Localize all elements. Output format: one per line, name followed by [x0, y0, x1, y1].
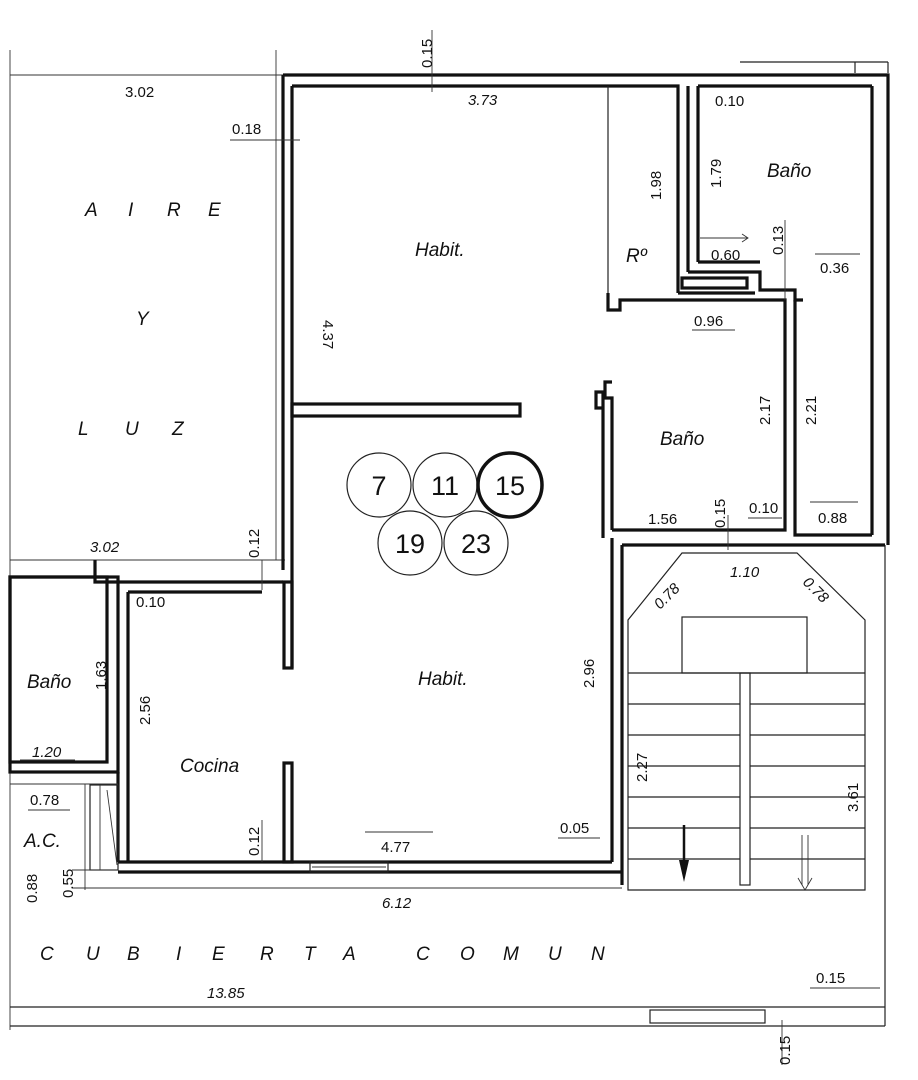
aire-y-luz-label: A I R E Y L U Z — [78, 200, 221, 440]
cubierta-comun-label: C U B I E R T A C O M U N — [40, 944, 605, 965]
dim-label: 0.05 — [560, 820, 589, 837]
dim-label: 2.96 — [581, 659, 598, 688]
aire-y-luz-letter: Y — [136, 309, 150, 330]
dim-label: 13.85 — [207, 985, 245, 1002]
unit-number-circles: 7 11 15 19 23 — [346, 451, 544, 576]
dim-label: 0.12 — [246, 529, 263, 558]
dimension-labels: 0.15 3.02 3.73 0.10 0.18 1.98 1.79 0.60 … — [24, 39, 862, 1065]
dim-label: 0.15 — [777, 1036, 794, 1065]
dim-label: 6.12 — [382, 895, 412, 912]
dim-label: 2.56 — [137, 696, 154, 725]
dim-label: 0.15 — [419, 39, 436, 68]
dim-label: 0.15 — [816, 970, 845, 987]
aire-y-luz-letter: U — [125, 419, 139, 440]
dim-label: 0.78 — [799, 574, 832, 607]
unit-number-15: 15 — [495, 471, 525, 501]
dim-label: 3.02 — [90, 539, 120, 556]
dim-label: 1.10 — [730, 564, 760, 581]
cubierta-comun-letter: N — [591, 944, 605, 965]
unit-circle-19[interactable] — [377, 510, 443, 576]
unit-number-19: 19 — [395, 529, 425, 559]
dim-label: 0.55 — [60, 869, 77, 898]
dim-label: 1.56 — [648, 511, 677, 528]
dim-label: 3.73 — [468, 92, 498, 109]
aire-y-luz-letter: I — [128, 200, 134, 221]
cubierta-comun-letter: O — [460, 944, 475, 965]
aire-y-luz-letter: Z — [171, 419, 185, 440]
room-label-habit-bottom: Habit. — [418, 669, 468, 690]
cubierta-comun-letter: U — [86, 944, 100, 965]
dim-label: 2.21 — [803, 396, 820, 425]
dim-label: 0.10 — [715, 93, 744, 110]
cubierta-comun-letter: U — [548, 944, 562, 965]
walls — [8, 73, 890, 890]
room-label-ac: A.C. — [23, 831, 61, 852]
dim-label: 0.96 — [694, 313, 723, 330]
room-label-bano-left: Baño — [27, 672, 71, 693]
cubierta-comun-letter: A — [342, 944, 356, 965]
aire-y-luz-letter: A — [84, 200, 98, 221]
unit-circle-23[interactable] — [443, 510, 509, 576]
staircase — [627, 552, 866, 891]
aire-y-luz-letter: R — [167, 200, 181, 221]
dim-label: 3.61 — [845, 783, 862, 812]
dim-label: 0.13 — [770, 226, 787, 255]
cubierta-comun-letter: M — [503, 944, 519, 965]
dim-label: 2.17 — [757, 396, 774, 425]
unit-number-11: 11 — [431, 471, 459, 501]
dim-label: 1.79 — [708, 159, 725, 188]
dim-label: 0.78 — [30, 792, 59, 809]
dim-label: 4.77 — [381, 839, 410, 856]
dim-label: 4.37 — [319, 320, 336, 349]
dim-label: 3.02 — [125, 84, 154, 101]
cubierta-comun-letter: C — [40, 944, 54, 965]
cubierta-comun-letter: I — [176, 944, 182, 965]
dim-label: 1.63 — [93, 661, 110, 690]
property-lines — [9, 50, 889, 1030]
cubierta-comun-letter: E — [212, 944, 225, 965]
dim-label: 0.88 — [24, 874, 41, 903]
cubierta-comun-letter: T — [304, 944, 317, 965]
cubierta-comun-letter: C — [416, 944, 430, 965]
dim-label: 0.36 — [820, 260, 849, 277]
dim-label: 0.18 — [232, 121, 261, 138]
dim-label: 1.98 — [648, 171, 665, 200]
unit-circle-7[interactable] — [346, 452, 412, 518]
dimension-lines — [20, 30, 880, 1065]
room-label-cocina: Cocina — [180, 756, 239, 777]
cubierta-comun-letter: R — [260, 944, 274, 965]
cubierta-comun-letter: B — [127, 944, 140, 965]
aire-y-luz-letter: E — [208, 200, 221, 221]
room-label-habit-top: Habit. — [415, 240, 465, 261]
room-label-bano-top-right: Baño — [767, 161, 811, 182]
dim-label: 0.12 — [246, 827, 263, 856]
dim-label: 1.20 — [32, 744, 62, 761]
unit-number-23: 23 — [461, 529, 491, 559]
room-labels: Habit. Baño Rº Baño Habit. Cocina Baño A… — [23, 161, 811, 852]
dim-label: 0.15 — [712, 499, 729, 528]
unit-number-7: 7 — [371, 471, 386, 501]
stair-arrow-head-icon — [679, 860, 689, 882]
dim-label: 2.27 — [634, 753, 651, 782]
dim-label: 0.60 — [711, 247, 740, 264]
dim-label: 0.10 — [136, 594, 165, 611]
room-label-bano-mid: Baño — [660, 429, 704, 450]
dim-label: 0.10 — [749, 500, 778, 517]
aire-y-luz-letter: L — [78, 419, 89, 440]
room-label-ropero: Rº — [626, 246, 648, 267]
unit-circle-15-highlighted[interactable] — [476, 451, 544, 519]
dim-label: 0.88 — [818, 510, 847, 527]
